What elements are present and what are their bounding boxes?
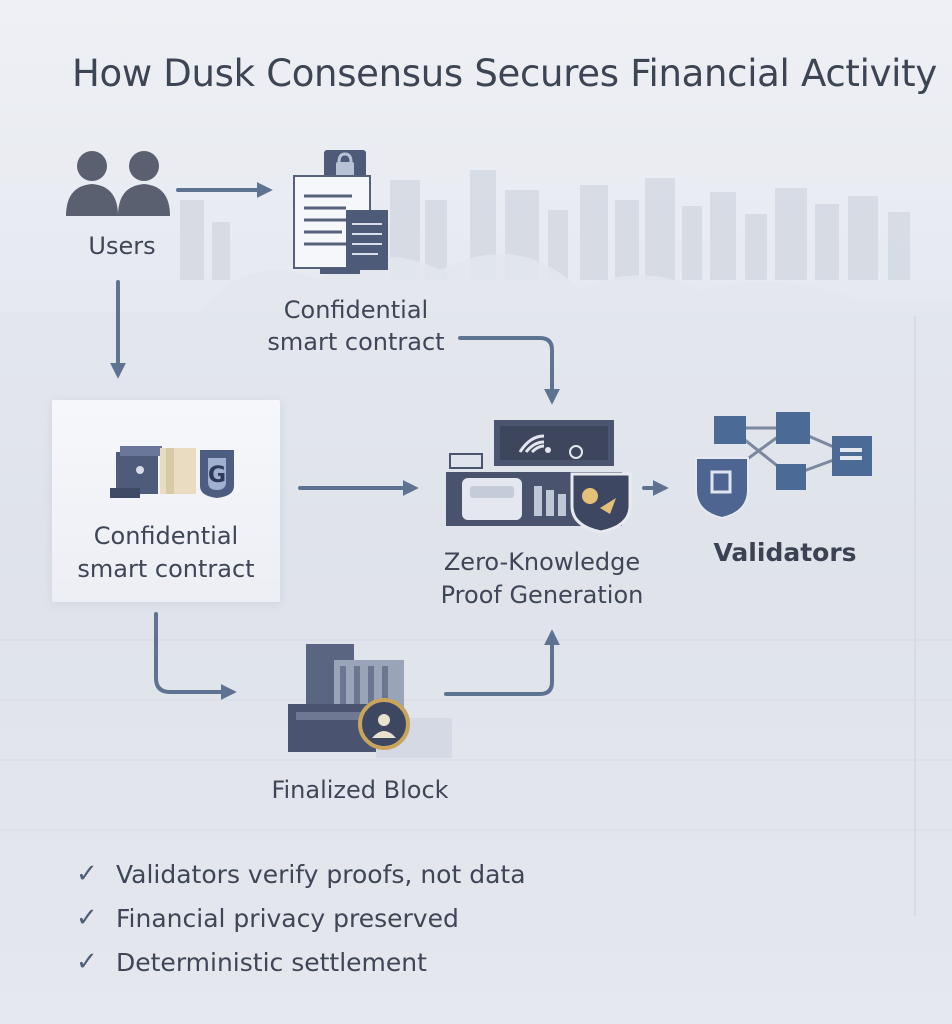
checklist-item: ✓ Financial privacy preserved xyxy=(76,896,526,940)
contract-panel xyxy=(52,400,280,602)
contract-top-label: Confidential smart contract xyxy=(236,294,476,358)
page-title: How Dusk Consensus Secures Financial Act… xyxy=(72,52,937,95)
svg-text:G: G xyxy=(208,463,226,488)
zk-label: Zero-Knowledge Proof Generation xyxy=(392,546,692,612)
arrow-contract-to-zk xyxy=(458,336,560,405)
document-lock-icon xyxy=(293,150,388,274)
contract-top-label-line2: smart contract xyxy=(267,328,445,356)
zk-proof-machine-icon xyxy=(446,420,632,534)
checklist-item-text: Deterministic settlement xyxy=(116,947,427,977)
users-icon xyxy=(66,151,170,216)
contract-top-label-line1: Confidential xyxy=(283,296,429,324)
checklist-item: ✓ Deterministic settlement xyxy=(76,940,526,984)
checklist-item-text: Validators verify proofs, not data xyxy=(116,859,526,889)
checkmark-icon: ✓ xyxy=(76,947,98,977)
validators-label: Validators xyxy=(713,538,857,567)
arrow-block-to-zk xyxy=(444,629,560,696)
zk-label-line1: Zero-Knowledge xyxy=(443,548,641,576)
checkmark-icon: ✓ xyxy=(76,859,98,889)
benefits-checklist: ✓ Validators verify proofs, not data ✓ F… xyxy=(76,852,526,984)
contract-panel-label: Confidential smart contract xyxy=(52,520,280,586)
checkmark-icon: ✓ xyxy=(76,903,98,933)
contract-blocks-icon: G xyxy=(110,446,234,498)
users-label: Users xyxy=(88,232,156,260)
contract-panel-label-line2: smart contract xyxy=(77,555,255,583)
zk-label-line2: Proof Generation xyxy=(440,581,644,609)
checklist-item: ✓ Validators verify proofs, not data xyxy=(76,852,526,896)
block-stack-icon xyxy=(288,644,452,758)
checklist-item-text: Financial privacy preserved xyxy=(116,903,459,933)
contract-panel-label-line1: Confidential xyxy=(93,522,239,550)
arrow-panel-to-block xyxy=(154,612,237,700)
validator-network-icon xyxy=(695,412,872,520)
finalized-block-label: Finalized Block xyxy=(271,776,449,804)
